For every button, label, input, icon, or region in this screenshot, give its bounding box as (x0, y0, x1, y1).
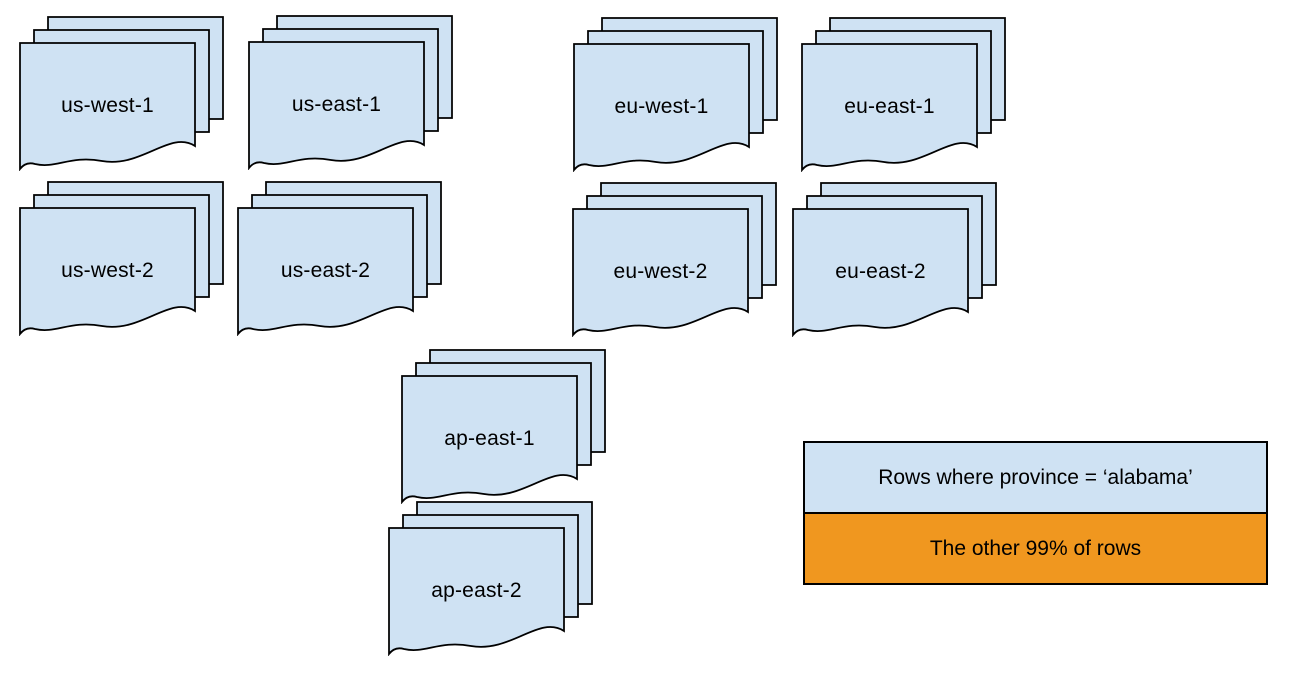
document-stack-icon (573, 17, 778, 171)
region-stack-eu-west-1: eu-west-1 (573, 17, 778, 172)
document-stack-icon (237, 181, 442, 335)
region-stack-eu-east-2: eu-east-2 (792, 182, 997, 337)
region-stack-eu-west-2: eu-west-2 (572, 182, 777, 337)
region-stack-us-east-1: us-east-1 (248, 15, 453, 170)
region-stack-us-west-1: us-west-1 (19, 16, 224, 171)
document-stack-icon (792, 182, 997, 336)
document-stack-icon (19, 181, 224, 335)
region-stack-us-east-2: us-east-2 (237, 181, 442, 336)
document-stack-icon (801, 17, 1006, 171)
region-stack-us-west-2: us-west-2 (19, 181, 224, 336)
document-stack-icon (19, 16, 224, 170)
region-stack-ap-east-2: ap-east-2 (388, 501, 593, 656)
document-stack-icon (572, 182, 777, 336)
region-stack-ap-east-1: ap-east-1 (401, 349, 606, 504)
legend: Rows where province = ‘alabama’ The othe… (803, 441, 1268, 585)
legend-row-alabama-rows: Rows where province = ‘alabama’ (805, 443, 1266, 514)
document-stack-icon (388, 501, 593, 655)
legend-row-other-rows: The other 99% of rows (805, 514, 1266, 583)
document-stack-icon (248, 15, 453, 169)
document-stack-icon (401, 349, 606, 503)
region-stack-eu-east-1: eu-east-1 (801, 17, 1006, 172)
